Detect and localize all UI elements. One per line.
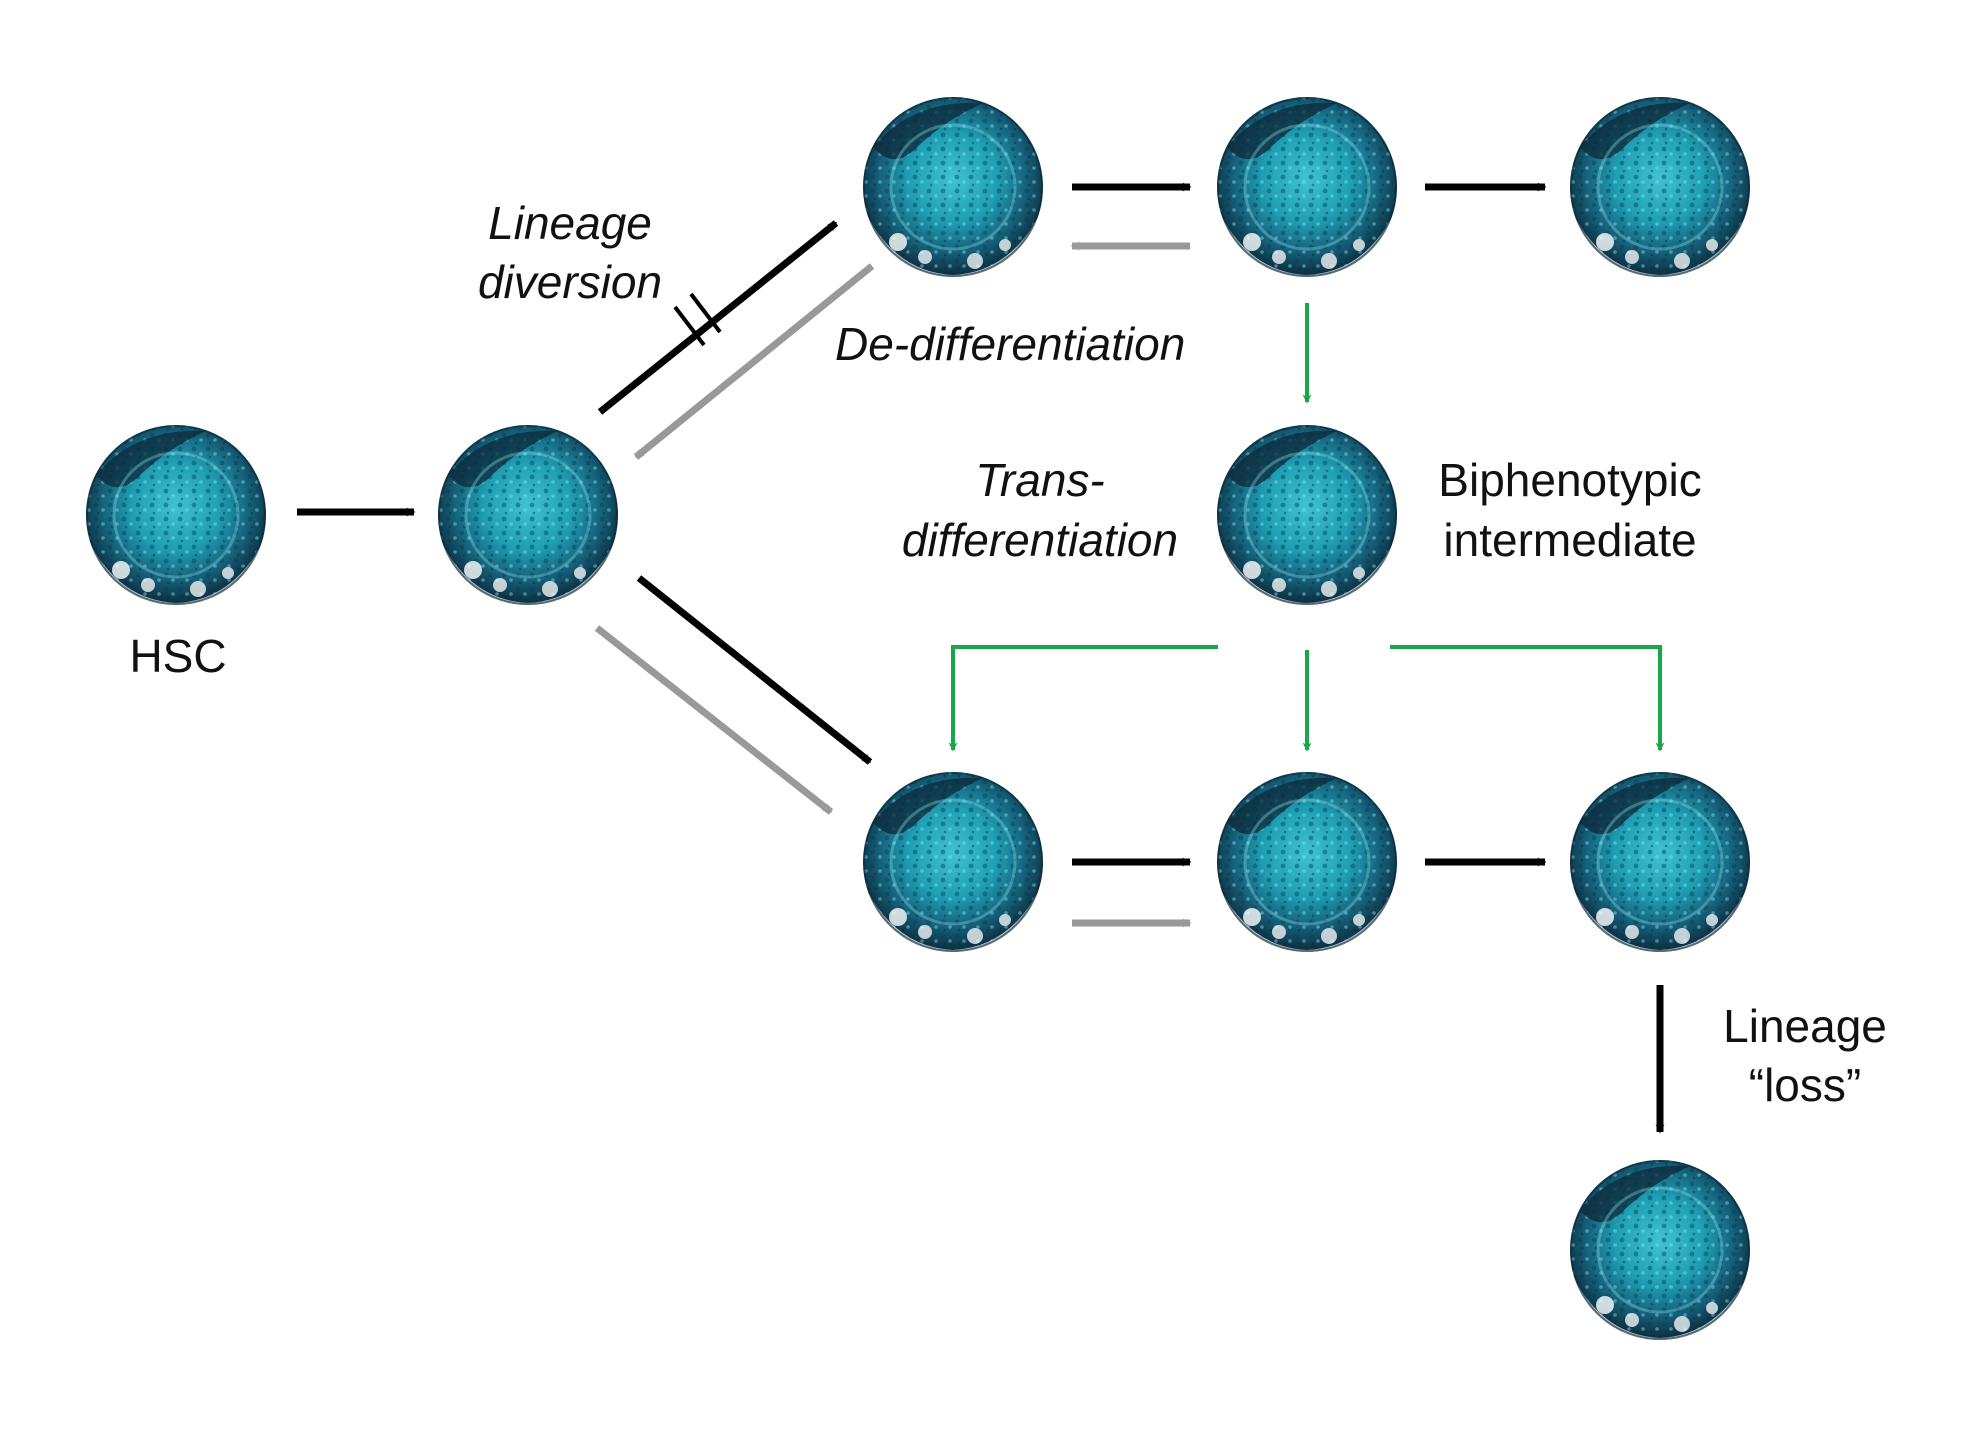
biphenotypic-to-lower-3-arrow: [1390, 645, 1665, 752]
lineage-diversion-label-line-1: Lineage: [488, 197, 652, 249]
progenitor-to-lower-grey-arrow: [594, 625, 834, 815]
lineage-diversion-label-line-2: diversion: [477, 256, 663, 308]
lower-lineage-cell-3: [1570, 772, 1750, 957]
upper-lineage-cell-2: [1217, 97, 1397, 282]
trans-differentiation-label-line-1: Trans-: [975, 454, 1105, 506]
hsc-label: HSC: [129, 630, 227, 682]
lineage-diversion-block-mark: [673, 292, 722, 347]
biphenotypic-label-line-2: intermediate: [1443, 514, 1697, 566]
de-differentiation-arrow: [633, 263, 875, 460]
biphenotypic-label-line-1: Biphenotypic: [1438, 454, 1702, 506]
lineage-diversion-arrow: [597, 220, 839, 415]
lineage-loss-cell: [1570, 1160, 1750, 1345]
lineage-loss-label-line-2: “loss”: [1748, 1059, 1862, 1111]
hsc-cell: [86, 425, 266, 610]
biphenotypic-to-lower-1-arrow: [948, 645, 1218, 752]
upper-lineage-cell-3: [1570, 97, 1750, 282]
lower-lineage-cell-1: [863, 772, 1043, 957]
biphenotypic-cell: [1217, 425, 1397, 610]
lineage-loss-label-line-1: Lineage: [1723, 1000, 1887, 1052]
lower-lineage-cell-2: [1217, 772, 1397, 957]
de-differentiation-label: De-differentiation: [835, 318, 1186, 370]
progenitor-to-lower-lineage-arrow: [636, 575, 873, 765]
upper-lineage-cell-1: [863, 97, 1043, 282]
trans-differentiation-label-line-2: differentiation: [901, 514, 1179, 566]
progenitor-cell: [438, 425, 618, 610]
